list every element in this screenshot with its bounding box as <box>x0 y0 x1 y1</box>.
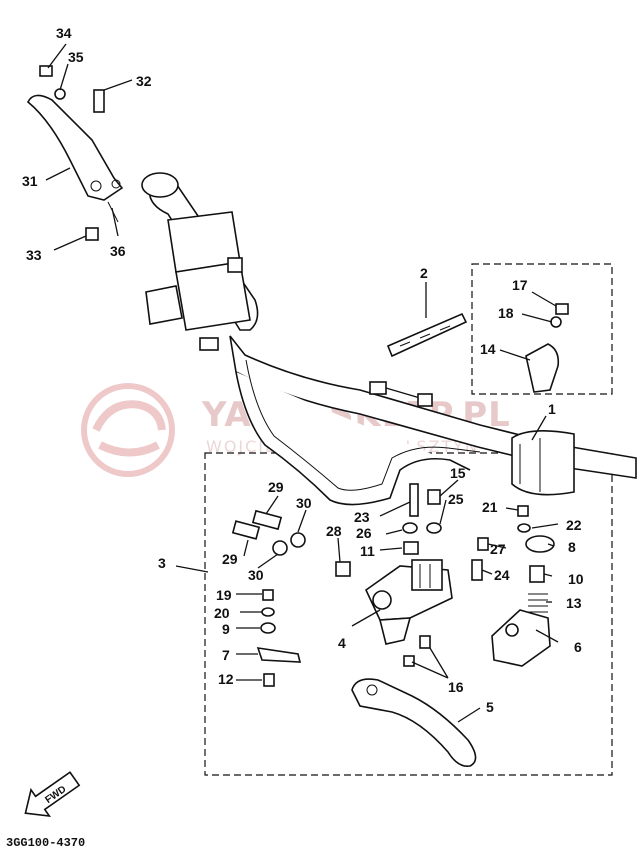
callout-25: 25 <box>448 491 464 507</box>
callout-15: 15 <box>450 465 466 481</box>
watermark-logo-icon <box>81 383 175 477</box>
cable-strap-2 <box>386 312 468 358</box>
callout-27: 27 <box>490 541 506 557</box>
callout-6: 6 <box>574 639 582 655</box>
callout-29-lower: 29 <box>222 551 238 567</box>
callout-36: 36 <box>110 243 126 259</box>
callout-9: 9 <box>222 621 230 637</box>
callout-24: 24 <box>494 567 510 583</box>
callout-34: 34 <box>56 25 72 41</box>
callout-21: 21 <box>482 499 498 515</box>
callout-31: 31 <box>22 173 38 189</box>
callout-16: 16 <box>448 679 464 695</box>
callout-2: 2 <box>420 265 428 281</box>
leader-lines <box>45 43 559 723</box>
callout-32: 32 <box>136 73 152 89</box>
callout-1: 1 <box>548 401 556 417</box>
callout-33: 33 <box>26 247 42 263</box>
callout-4: 4 <box>338 635 346 651</box>
clutch-lever-31 <box>26 65 124 241</box>
callout-35: 35 <box>68 49 84 65</box>
callout-13: 13 <box>566 595 582 611</box>
left-grip-housing <box>141 172 251 351</box>
callout-22: 22 <box>566 517 582 533</box>
callout-7: 7 <box>222 647 230 663</box>
callout-17: 17 <box>512 277 528 293</box>
switch-bracket-14 <box>525 303 569 393</box>
diagram-code: 3GG100-4370 <box>6 836 85 850</box>
callout-30-lower: 30 <box>248 567 264 583</box>
callout-10: 10 <box>568 571 584 587</box>
callout-20: 20 <box>214 605 230 621</box>
callout-26: 26 <box>356 525 372 541</box>
callout-8: 8 <box>568 539 576 555</box>
switch-bracket-frame <box>471 263 613 395</box>
callout-18: 18 <box>498 305 514 321</box>
right-switch-1 <box>369 381 575 496</box>
callouts: 1 2 3 4 5 6 7 8 9 10 11 12 13 14 15 16 1… <box>22 25 584 715</box>
fwd-arrow-icon: FWD <box>24 771 81 817</box>
callout-30-upper: 30 <box>296 495 312 511</box>
brake-lever-5 <box>351 678 477 768</box>
callout-5: 5 <box>486 699 494 715</box>
callout-23: 23 <box>354 509 370 525</box>
callout-29-upper: 29 <box>268 479 284 495</box>
callout-14: 14 <box>480 341 496 357</box>
master-cylinder-4 <box>364 559 453 645</box>
reservoir-cap-6 <box>491 609 551 667</box>
callout-11: 11 <box>360 543 375 559</box>
callout-28: 28 <box>326 523 342 539</box>
callout-12: 12 <box>218 671 234 687</box>
callout-19: 19 <box>216 587 232 603</box>
callout-3: 3 <box>158 555 166 571</box>
